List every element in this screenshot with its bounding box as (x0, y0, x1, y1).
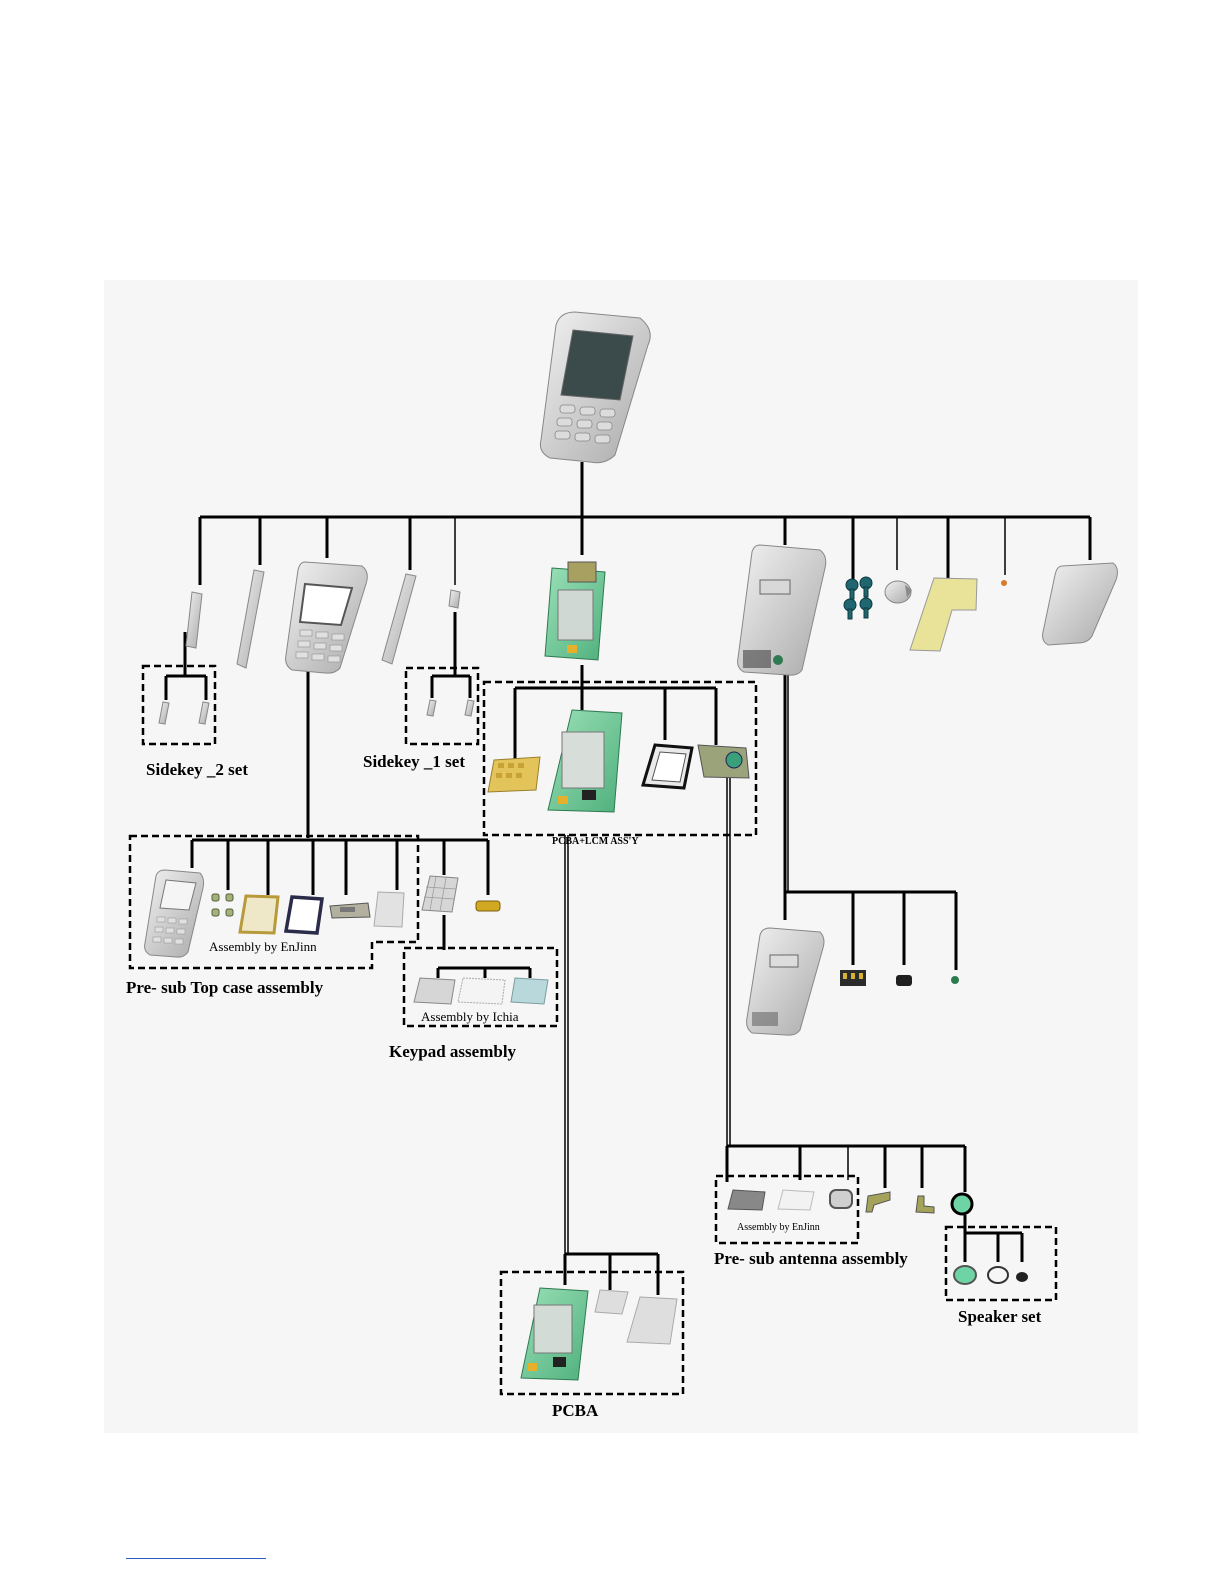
sidekey-1-label: Sidekey _1 set (363, 752, 465, 772)
sidekey-2-part (186, 592, 202, 648)
pcba-lcm-part (545, 562, 605, 660)
antenna-note: Assembly by EnJinn (737, 1222, 820, 1233)
rear-housing-part (738, 545, 826, 675)
footnote-rule (126, 1558, 266, 1559)
small-component-part (1001, 580, 1007, 586)
keypad-label: Keypad assembly (389, 1042, 516, 1062)
front-case-part (286, 562, 368, 673)
shield-can-1 (595, 1290, 628, 1314)
antenna-spring-2 (916, 1196, 934, 1213)
sidekey-2-pieces (159, 702, 209, 724)
antenna-carrier-part (698, 745, 749, 778)
rear-housing-sub-part (747, 928, 824, 1035)
keypad-note: Assembly by Ichia (421, 1009, 518, 1025)
speaker-part (952, 1194, 972, 1214)
keypad-layer-3-part (511, 978, 548, 1004)
speaker-piece-3 (1016, 1272, 1028, 1282)
top-case-note: Assembly by EnJinn (209, 939, 317, 955)
battery-cover-part (1043, 563, 1118, 645)
antenna-part-3 (830, 1190, 852, 1208)
antenna-part-2 (778, 1190, 814, 1210)
gasket-part (240, 896, 278, 933)
led-part (951, 976, 959, 984)
side-rail-left (237, 570, 264, 668)
mic-part (896, 975, 912, 986)
keypad-part (422, 876, 458, 912)
pcba-board-part (548, 710, 622, 812)
sidekey-1-part (449, 590, 460, 608)
keypad-flex-part (488, 757, 540, 792)
front-case-part-sub (145, 870, 204, 957)
screws-part (844, 577, 872, 619)
speaker-ring (988, 1267, 1008, 1283)
lcm-display-part (643, 745, 692, 788)
antenna-part-1 (728, 1190, 765, 1210)
shield-plate-part (374, 892, 404, 927)
speaker-label: Speaker set (958, 1307, 1041, 1327)
keypad-layer-2-part (458, 978, 505, 1004)
label-sticker-part (910, 578, 977, 651)
shield-can-2 (627, 1297, 677, 1344)
sim-connector-part (840, 970, 866, 986)
display-window-part (286, 897, 322, 933)
side-rail-right (382, 574, 416, 664)
rubber-feet-part (212, 894, 233, 916)
pcba-label: PCBA (552, 1401, 598, 1421)
sidekey-2-label: Sidekey _2 set (146, 760, 248, 780)
speaker-piece-1 (954, 1266, 976, 1284)
pcba-sub-board (521, 1288, 588, 1380)
phone-full-assembly (540, 312, 650, 463)
connector-part (476, 901, 500, 911)
keypad-layer-1-part (414, 978, 455, 1004)
antenna-label: Pre- sub antenna assembly (714, 1249, 908, 1269)
top-case-label: Pre- sub Top case assembly (126, 978, 323, 998)
sidekey-1-pieces (427, 700, 474, 716)
antenna-spring-1 (866, 1192, 890, 1212)
pcba-lcm-label: PCBA+LCM ASS'Y (552, 836, 639, 847)
motor-part (885, 581, 912, 603)
bracket-part (330, 903, 370, 918)
